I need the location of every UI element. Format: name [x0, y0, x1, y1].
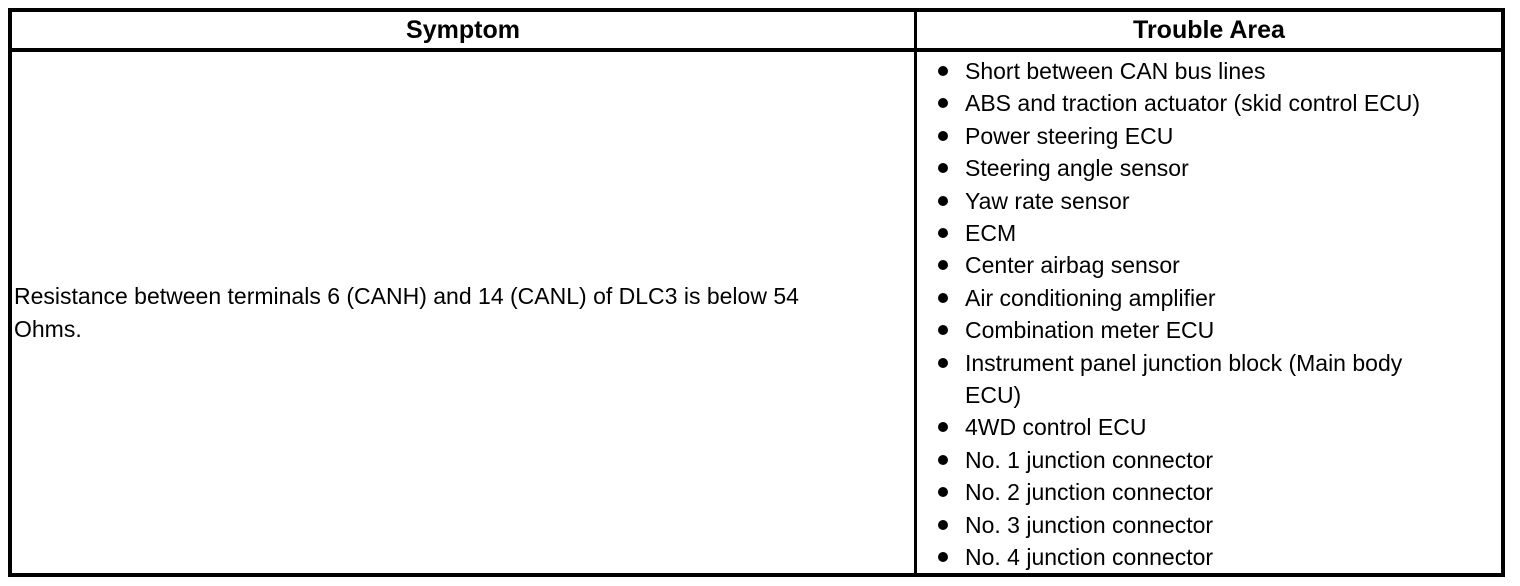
- bullet-icon: [938, 454, 948, 465]
- trouble-area-list-item: Combination meter ECU: [917, 314, 1446, 346]
- trouble-area-list-item: Power steering ECU: [917, 120, 1446, 152]
- bullet-icon: [938, 519, 948, 530]
- trouble-area-item-text: No. 3 junction connector: [965, 511, 1214, 538]
- bullet-icon: [938, 325, 948, 336]
- symptom-trouble-table: Symptom Trouble Area Resistance between …: [8, 8, 1505, 577]
- bullet-icon: [938, 66, 948, 76]
- symptom-header-label: Symptom: [406, 15, 520, 44]
- trouble-area-column-header: Trouble Area: [917, 12, 1501, 48]
- trouble-area-list-item: No. 2 junction connector: [917, 476, 1446, 508]
- trouble-area-item-text: Power steering ECU: [965, 122, 1174, 149]
- bullet-icon: [938, 130, 948, 141]
- symptom-cell: Resistance between terminals 6 (CANH) an…: [12, 52, 917, 573]
- trouble-area-list-item: Air conditioning amplifier: [917, 282, 1446, 314]
- trouble-area-list-item: No. 4 junction connector: [917, 541, 1446, 573]
- trouble-area-list-item: ECM: [917, 217, 1446, 249]
- bullet-icon: [938, 552, 948, 563]
- symptom-text: Resistance between terminals 6 (CANH) an…: [14, 283, 799, 342]
- trouble-area-item-text: No. 2 junction connector: [965, 479, 1214, 506]
- bullet-icon: [938, 228, 948, 239]
- trouble-area-item-text: 4WD control ECU: [965, 414, 1147, 441]
- trouble-area-item-text: No. 4 junction connector: [965, 544, 1214, 571]
- trouble-area-list-item: Instrument panel junction block (Main bo…: [917, 347, 1446, 412]
- trouble-area-item-text: Air conditioning amplifier: [965, 284, 1216, 311]
- bullet-icon: [938, 487, 948, 498]
- table-row: Resistance between terminals 6 (CANH) an…: [12, 52, 1501, 573]
- trouble-area-item-text: Steering angle sensor: [965, 155, 1189, 182]
- table-header-row: Symptom Trouble Area: [12, 12, 1501, 52]
- trouble-area-item-text: Center airbag sensor: [965, 252, 1180, 279]
- trouble-area-list-item: No. 3 junction connector: [917, 509, 1446, 541]
- trouble-area-list-item: Steering angle sensor: [917, 152, 1446, 184]
- bullet-icon: [938, 195, 948, 206]
- bullet-icon: [938, 260, 948, 271]
- trouble-area-item-text: No. 1 junction connector: [965, 446, 1214, 473]
- trouble-area-item-text: Short between CAN bus lines: [965, 58, 1266, 84]
- bullet-icon: [938, 357, 948, 368]
- bullet-icon: [938, 163, 948, 174]
- trouble-area-cell: Short between CAN bus lines ABS and trac…: [917, 52, 1501, 573]
- trouble-area-item-text: ABS and traction actuator (skid control …: [965, 90, 1421, 117]
- trouble-area-item-text: Combination meter ECU: [965, 317, 1215, 344]
- trouble-area-list-item: Yaw rate sensor: [917, 185, 1446, 217]
- symptom-column-header: Symptom: [12, 12, 917, 48]
- trouble-area-item-text: ECM: [965, 220, 1017, 247]
- trouble-area-list-item: No. 1 junction connector: [917, 444, 1446, 476]
- bullet-icon: [938, 422, 948, 433]
- trouble-area-list-item: Center airbag sensor: [917, 249, 1446, 281]
- trouble-area-header-label: Trouble Area: [1133, 15, 1285, 44]
- bullet-icon: [938, 98, 948, 109]
- trouble-area-list-item: 4WD control ECU: [917, 411, 1446, 443]
- trouble-area-list-item: Short between CAN bus lines: [917, 55, 1446, 87]
- trouble-area-item-text: Instrument panel junction block (Main bo…: [965, 349, 1403, 409]
- trouble-area-item-text: Yaw rate sensor: [965, 187, 1130, 214]
- bullet-icon: [938, 292, 948, 303]
- trouble-area-list-item: ABS and traction actuator (skid control …: [917, 87, 1446, 119]
